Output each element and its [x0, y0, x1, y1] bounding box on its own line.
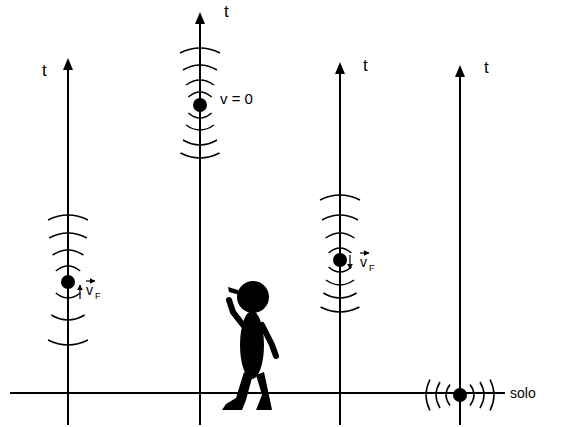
axis-label: t [224, 3, 229, 20]
wavefronts [48, 48, 494, 411]
velocity-label: v = 0 [220, 91, 253, 106]
axis-label: t [484, 59, 489, 76]
person-figure [222, 281, 276, 410]
subscript: F [95, 292, 101, 301]
time-axes [63, 12, 465, 425]
axis-label: t [42, 62, 47, 79]
ground-label: solo [510, 386, 536, 400]
vector-symbol: v [86, 283, 93, 297]
ground-line [10, 392, 505, 394]
axis-label: t [363, 57, 368, 74]
vector-symbol: v [360, 255, 367, 269]
subscript: F [369, 264, 375, 273]
velocity-arrows [80, 253, 369, 299]
